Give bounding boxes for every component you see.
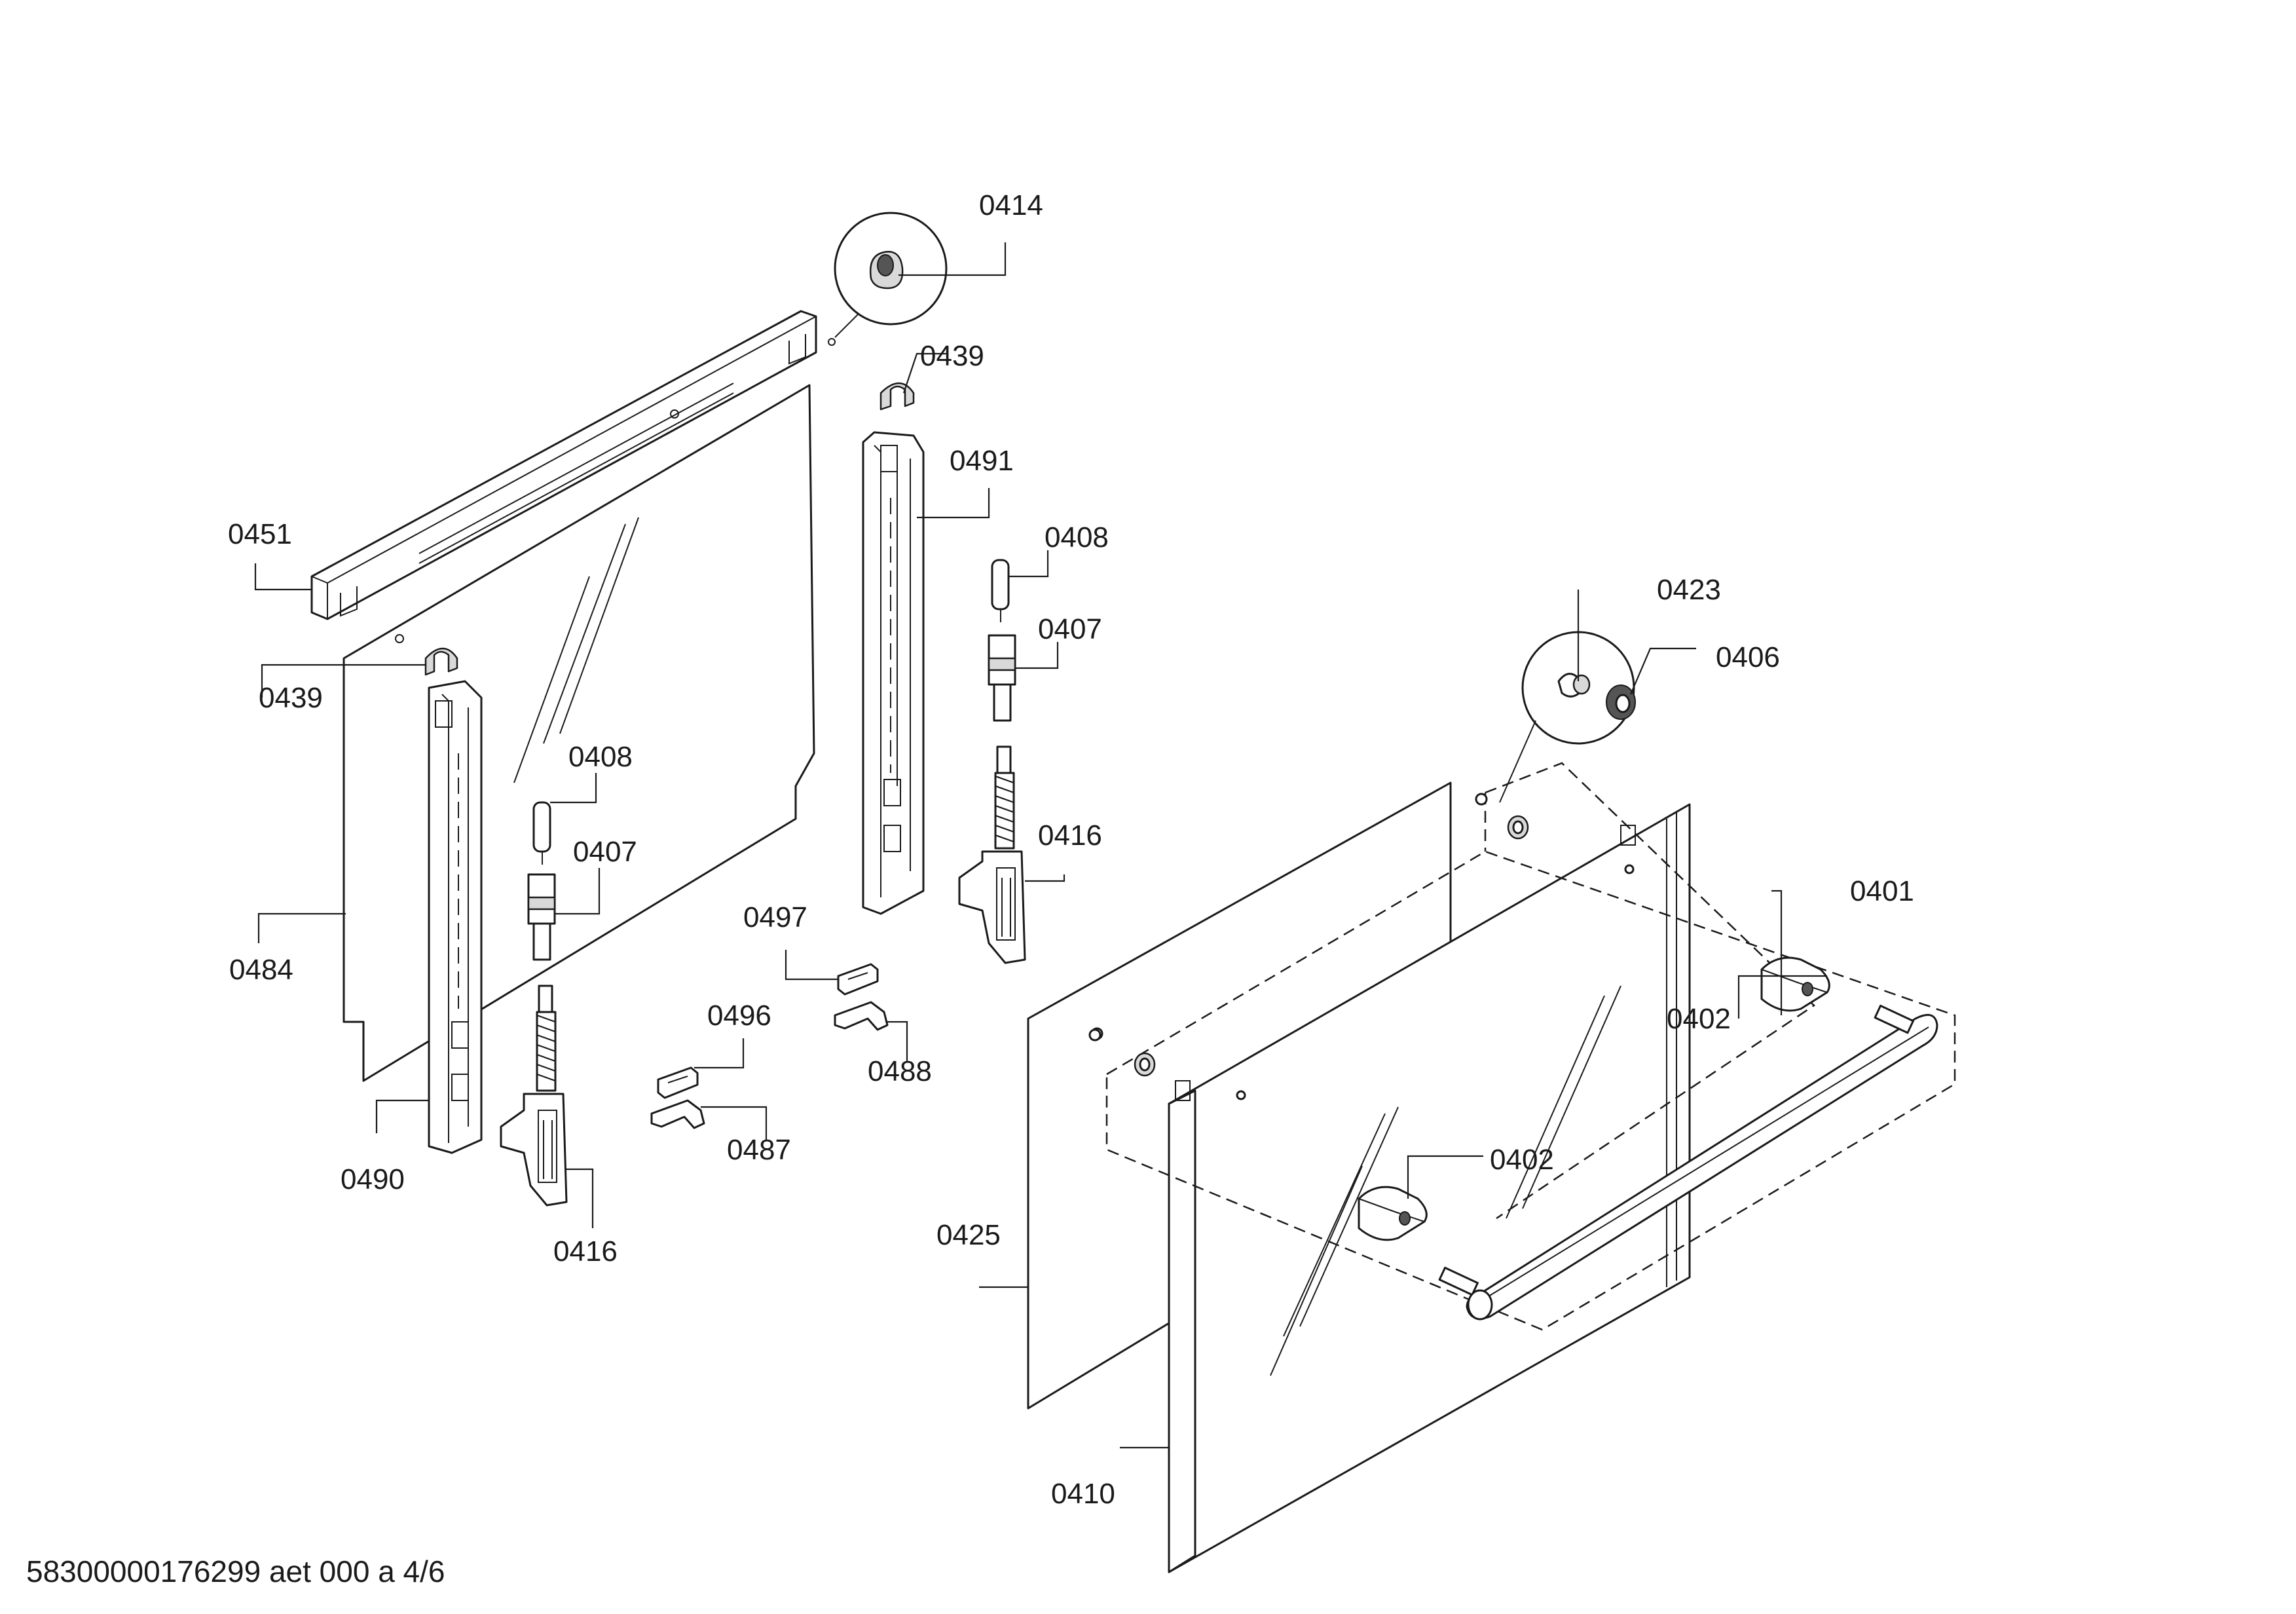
callout-0416-right: 0416 (1038, 819, 1102, 852)
callout-0425: 0425 (936, 1219, 1001, 1251)
callout-0406: 0406 (1716, 641, 1780, 673)
detail-circle-0414 (828, 212, 948, 346)
callout-0484: 0484 (229, 954, 293, 986)
top-trim-strip-part (310, 310, 817, 620)
callout-0402-lower: 0402 (1490, 1144, 1554, 1176)
callout-0439-top: 0439 (920, 340, 984, 372)
clip-0497-part (837, 963, 879, 996)
screw-spacer-small-parts (1088, 793, 1529, 1077)
callout-0491: 0491 (950, 445, 1014, 477)
callout-0423: 0423 (1657, 574, 1721, 606)
callout-0416-left: 0416 (553, 1235, 618, 1267)
leader-lines (254, 242, 1827, 1449)
pin-left-part (532, 801, 551, 865)
callout-0496: 0496 (707, 1000, 771, 1032)
callout-0408-right: 0408 (1045, 521, 1109, 554)
hinge-spring-left-part (500, 985, 568, 1207)
callout-0439-left: 0439 (259, 682, 323, 714)
callout-0402-upper: 0402 (1667, 1003, 1731, 1035)
callout-0401: 0401 (1850, 875, 1914, 907)
pin-right-part (991, 559, 1010, 622)
hinge-block-left-part (527, 873, 556, 961)
hinge-block-right-part (988, 634, 1016, 722)
left-side-rail-part (428, 680, 483, 1154)
clip-0496-part (657, 1066, 699, 1099)
top-clip-upper-part (880, 382, 915, 411)
callout-0497: 0497 (743, 901, 807, 933)
callout-0488: 0488 (868, 1055, 932, 1087)
hinge-spring-right-part (958, 745, 1026, 964)
left-clip-part (424, 647, 458, 676)
callout-0487: 0487 (727, 1134, 791, 1166)
callout-0407-left: 0407 (573, 836, 637, 868)
front-door-panel-part (1168, 803, 1691, 1573)
left-glass-panel-part (343, 384, 815, 1082)
callout-0490: 0490 (341, 1163, 405, 1195)
clip-0488-part (834, 1001, 889, 1031)
handle-bracket-lower-part (1358, 1186, 1428, 1241)
callout-labels: 0414 0439 0491 0408 0407 0451 0439 0408 … (228, 189, 1914, 1510)
right-side-rail-part (862, 431, 925, 915)
detail-circle-0423-0406 (1499, 631, 1636, 803)
callout-0451: 0451 (228, 518, 292, 550)
callout-0414: 0414 (979, 189, 1043, 221)
drawing-id-footer: 58300000176299 aet 000 a 4/6 (26, 1554, 445, 1588)
handle-bracket-upper-part (1760, 956, 1830, 1012)
door-handle-bar-part (1438, 1004, 1938, 1321)
clip-0487-part (650, 1099, 705, 1129)
callout-0408-left: 0408 (568, 741, 633, 773)
callout-0407-right: 0407 (1038, 613, 1102, 645)
callout-0410: 0410 (1051, 1478, 1115, 1510)
